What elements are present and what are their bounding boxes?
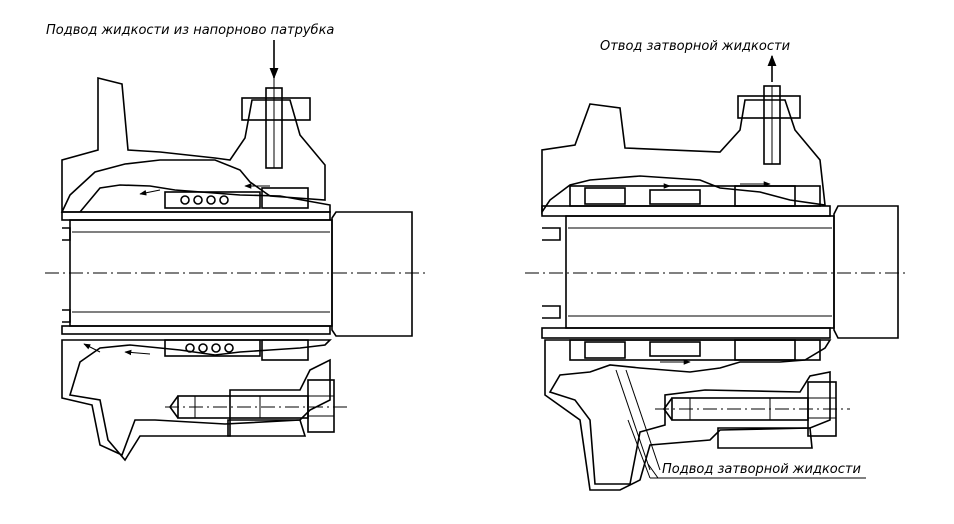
right-housing-lower <box>544 339 832 491</box>
left-bolt <box>165 379 350 433</box>
left-seal-face-lower <box>261 339 309 361</box>
right-shaft <box>565 215 835 329</box>
right-shaft-end <box>833 205 899 339</box>
right-gland-lower <box>717 427 813 449</box>
left-seal-ring-upper <box>164 191 261 209</box>
right-shaft-sleeve-bottom <box>541 327 831 339</box>
left-housing-upper <box>60 76 331 213</box>
right-outlet-caption: Отвод затворной жидкости <box>600 39 790 54</box>
right-bolt <box>655 381 850 437</box>
left-seal-face-upper <box>261 187 309 209</box>
left-shaft-sleeve-bottom <box>61 325 331 335</box>
left-seal-ring-lower <box>164 339 261 357</box>
left-shaft-sleeve-top <box>61 211 331 221</box>
right-outlet-fitting-body <box>737 95 801 119</box>
left-inlet-fitting-body <box>241 97 311 121</box>
left-shaft-end <box>331 211 413 337</box>
left-gland-lower <box>227 419 307 437</box>
left-seal-assembly <box>45 40 428 462</box>
right-seal-assembly <box>525 54 905 491</box>
left-housing-lower <box>61 339 332 462</box>
right-shaft-sleeve-top <box>541 205 831 217</box>
left-inlet-caption: Подвод жидкости из напорново патрубка <box>46 23 334 38</box>
right-inlet-caption: Подвод затворной жидкости <box>662 462 861 477</box>
